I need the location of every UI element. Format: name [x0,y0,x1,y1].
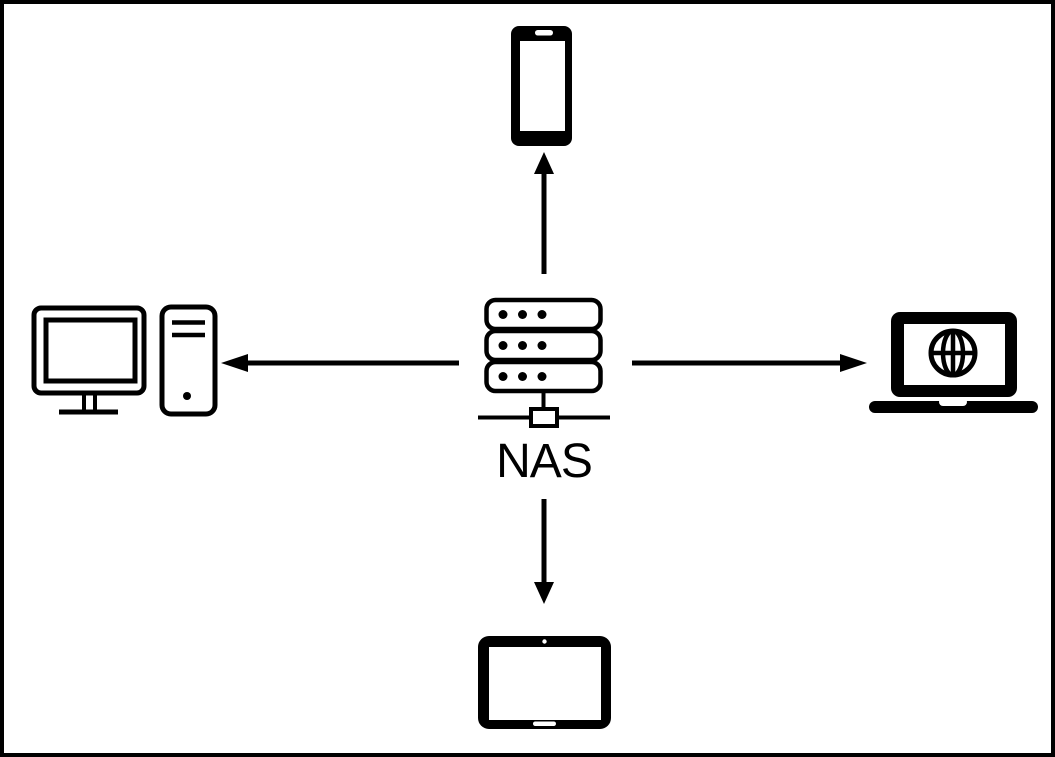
laptop-globe-icon [869,312,1038,413]
tablet-icon [478,636,611,729]
nas-network-diagram [31,26,1038,729]
nas-label: NAS [496,435,593,488]
arrow-right-to-laptop [632,354,867,372]
tablet-camera-dot [542,639,547,644]
arrow-left-to-desktop [221,354,459,372]
laptop-base-notch [939,398,967,406]
tablet-home-bar [533,721,556,726]
nas-server-icon [478,297,610,428]
network-hub-node [529,407,559,428]
server-led-dots [498,310,547,381]
phone-speaker-slot [535,30,553,36]
desktop-computer-icon [31,304,218,417]
arrow-down-to-tablet [534,499,554,604]
arrow-up-to-smartphone [534,152,554,274]
computer-tower [159,304,218,417]
globe-icon [928,328,978,378]
smartphone-icon [511,26,572,146]
